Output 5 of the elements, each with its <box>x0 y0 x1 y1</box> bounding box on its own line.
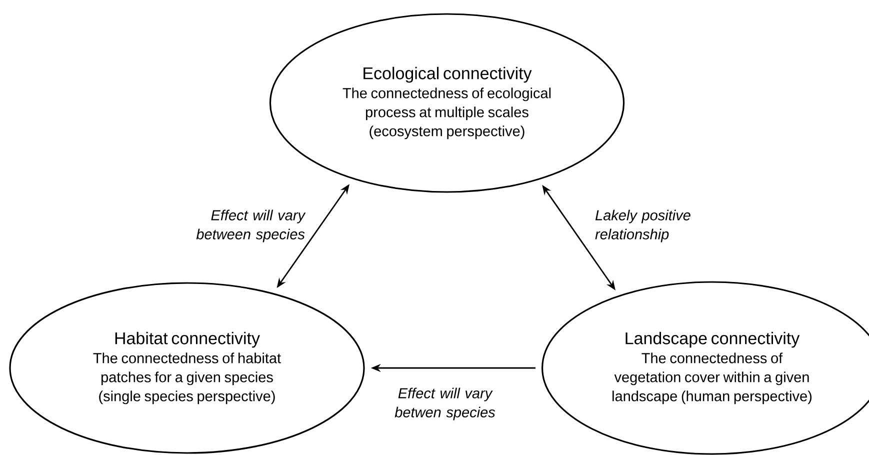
edge-label: Effect will vary between species <box>196 210 306 242</box>
edge-label: Effect will vary betwen species <box>394 388 496 420</box>
ellipse-node: Habitat connectivity The connectedness of habitat patches for a given species (single species perspective) <box>9 282 365 454</box>
edge-label: Lakely positive relationship <box>595 210 690 242</box>
ellipse-node: Ecological connectivity The connectedness of ecological process at multiple scales (ecosystem perspective) <box>269 13 625 193</box>
